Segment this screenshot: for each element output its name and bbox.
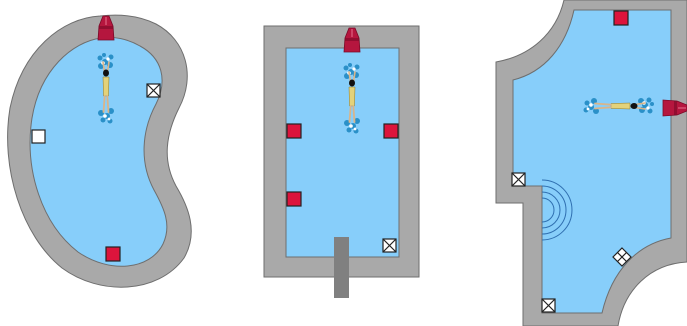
rectangular-pool [263, 25, 420, 298]
skimmer-bottom [541, 298, 556, 313]
skimmer-left [511, 172, 526, 187]
floor-drain-bottom [105, 246, 121, 262]
access-ladder [334, 237, 349, 298]
skimmer-right [146, 83, 161, 98]
kidney-pool-water [29, 36, 168, 267]
inlet-left [31, 129, 46, 144]
inlet-left-lower [286, 191, 302, 207]
inlet-left-upper [286, 123, 302, 139]
main-drain [612, 247, 632, 267]
rectangular-pool-water [285, 47, 400, 258]
freeform-pool [495, 0, 687, 326]
roman-steps [541, 179, 573, 241]
skimmer-bottom-right [382, 238, 397, 253]
freeform-pool-water [512, 9, 672, 314]
inlet-top [613, 10, 629, 26]
inlet-right-upper [383, 123, 399, 139]
kidney-pool [7, 14, 192, 288]
